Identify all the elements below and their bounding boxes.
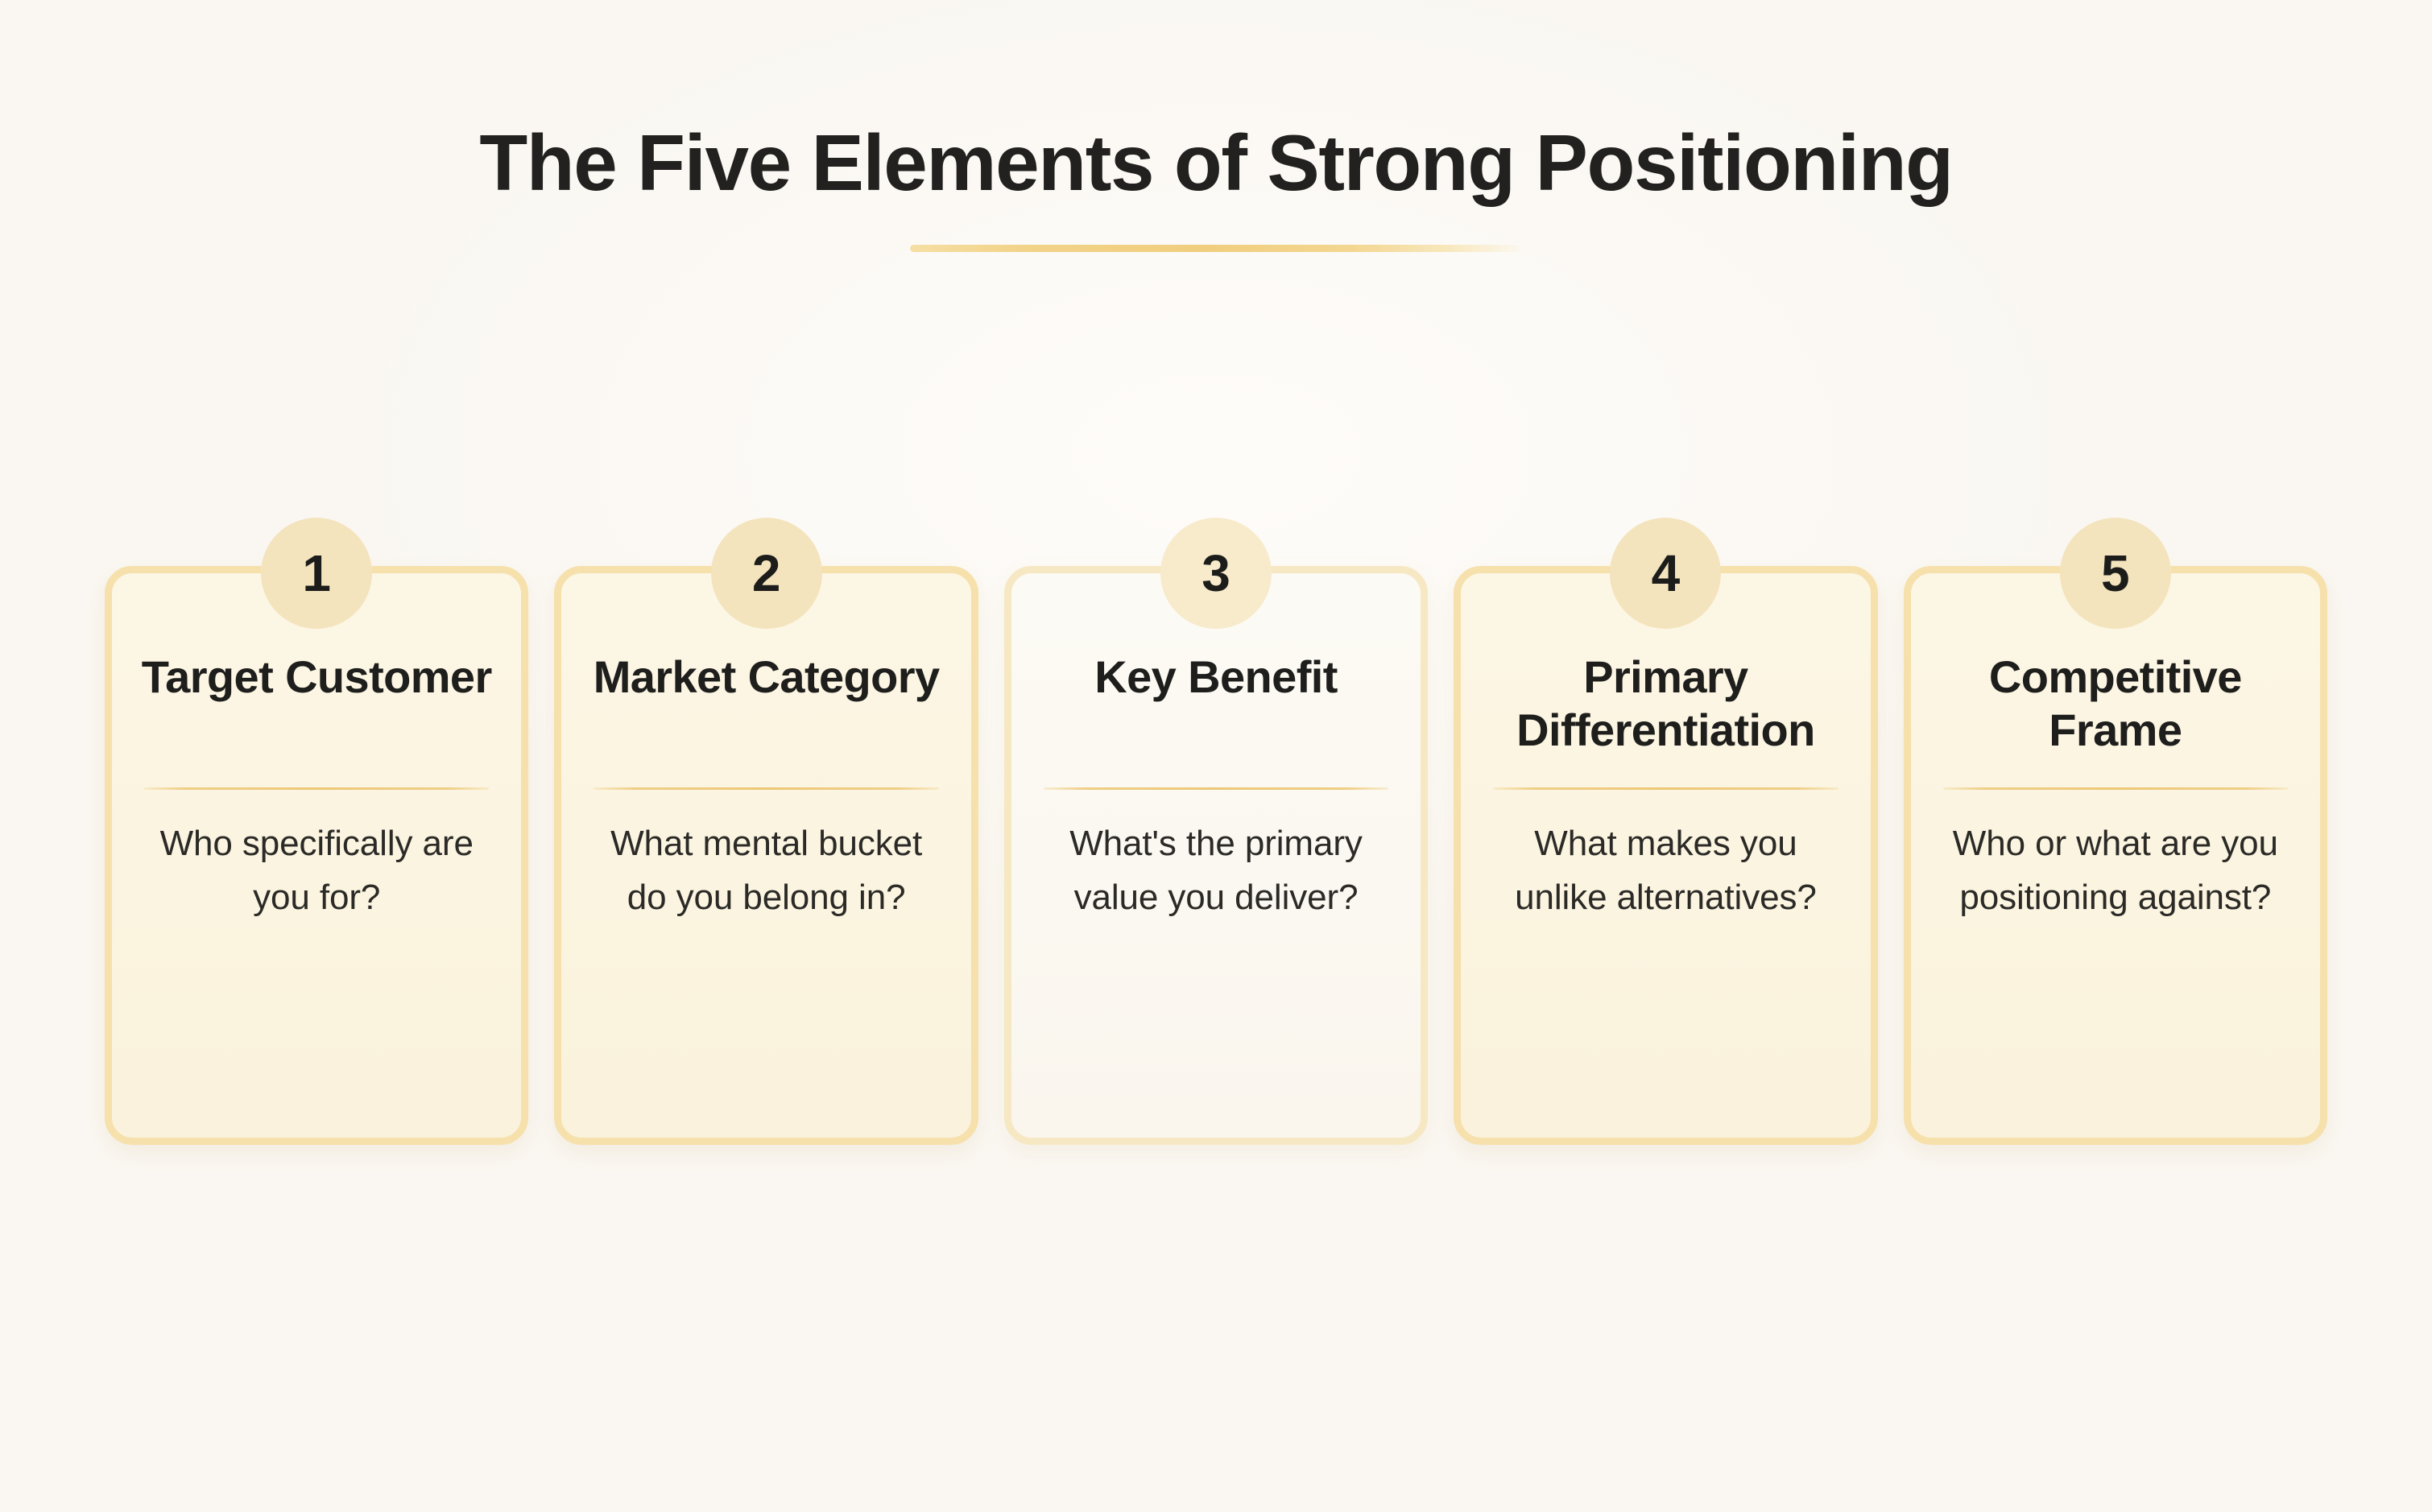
element-card-row: 1 Target Customer Who specifically are y… xyxy=(105,518,2328,1145)
card-divider-4 xyxy=(1493,787,1838,790)
card-question-5: Who or what are you positioning against? xyxy=(1952,824,2278,917)
element-card-1[interactable]: 1 Target Customer Who specifically are y… xyxy=(105,518,529,1145)
card-title-1: Target Customer xyxy=(141,651,493,702)
title-underline-rule xyxy=(910,244,1522,252)
card-divider-5 xyxy=(1942,787,2289,790)
card-title-3: Key Benefit xyxy=(1094,651,1338,702)
card-title-4: Primary Differentiation xyxy=(1516,651,1815,756)
element-card-3[interactable]: 3 Key Benefit What's the primary value y… xyxy=(1003,518,1429,1145)
element-card-2[interactable]: 2 Market Category What mental bucket do … xyxy=(554,518,978,1145)
element-card-5[interactable]: 5 Competitive Frame Who or what are you … xyxy=(1903,518,2328,1145)
card-divider-3 xyxy=(1043,787,1389,790)
card-number-badge-3: 3 xyxy=(1160,518,1272,629)
element-card-4[interactable]: 4 Primary Differentiation What makes you… xyxy=(1454,518,1878,1145)
card-question-4: What makes you unlike alternatives? xyxy=(1515,824,1817,917)
slide-header: The Five Elements of Strong Positioning xyxy=(0,118,2432,252)
card-question-1: Who specifically are you for? xyxy=(159,824,474,917)
card-title-5: Competitive Frame xyxy=(1988,651,2243,756)
card-divider-1 xyxy=(144,787,490,790)
page-title: The Five Elements of Strong Positioning xyxy=(479,118,1954,207)
card-question-2: What mental bucket do you belong in? xyxy=(610,824,923,917)
card-number-badge-5: 5 xyxy=(2059,518,2171,629)
card-title-2: Market Category xyxy=(593,651,940,702)
card-number-badge-2: 2 xyxy=(710,518,822,629)
card-question-3: What's the primary value you deliver? xyxy=(1069,824,1363,917)
card-number-badge-1: 1 xyxy=(261,518,373,629)
card-divider-2 xyxy=(594,787,939,790)
card-number-badge-4: 4 xyxy=(1610,518,1722,629)
